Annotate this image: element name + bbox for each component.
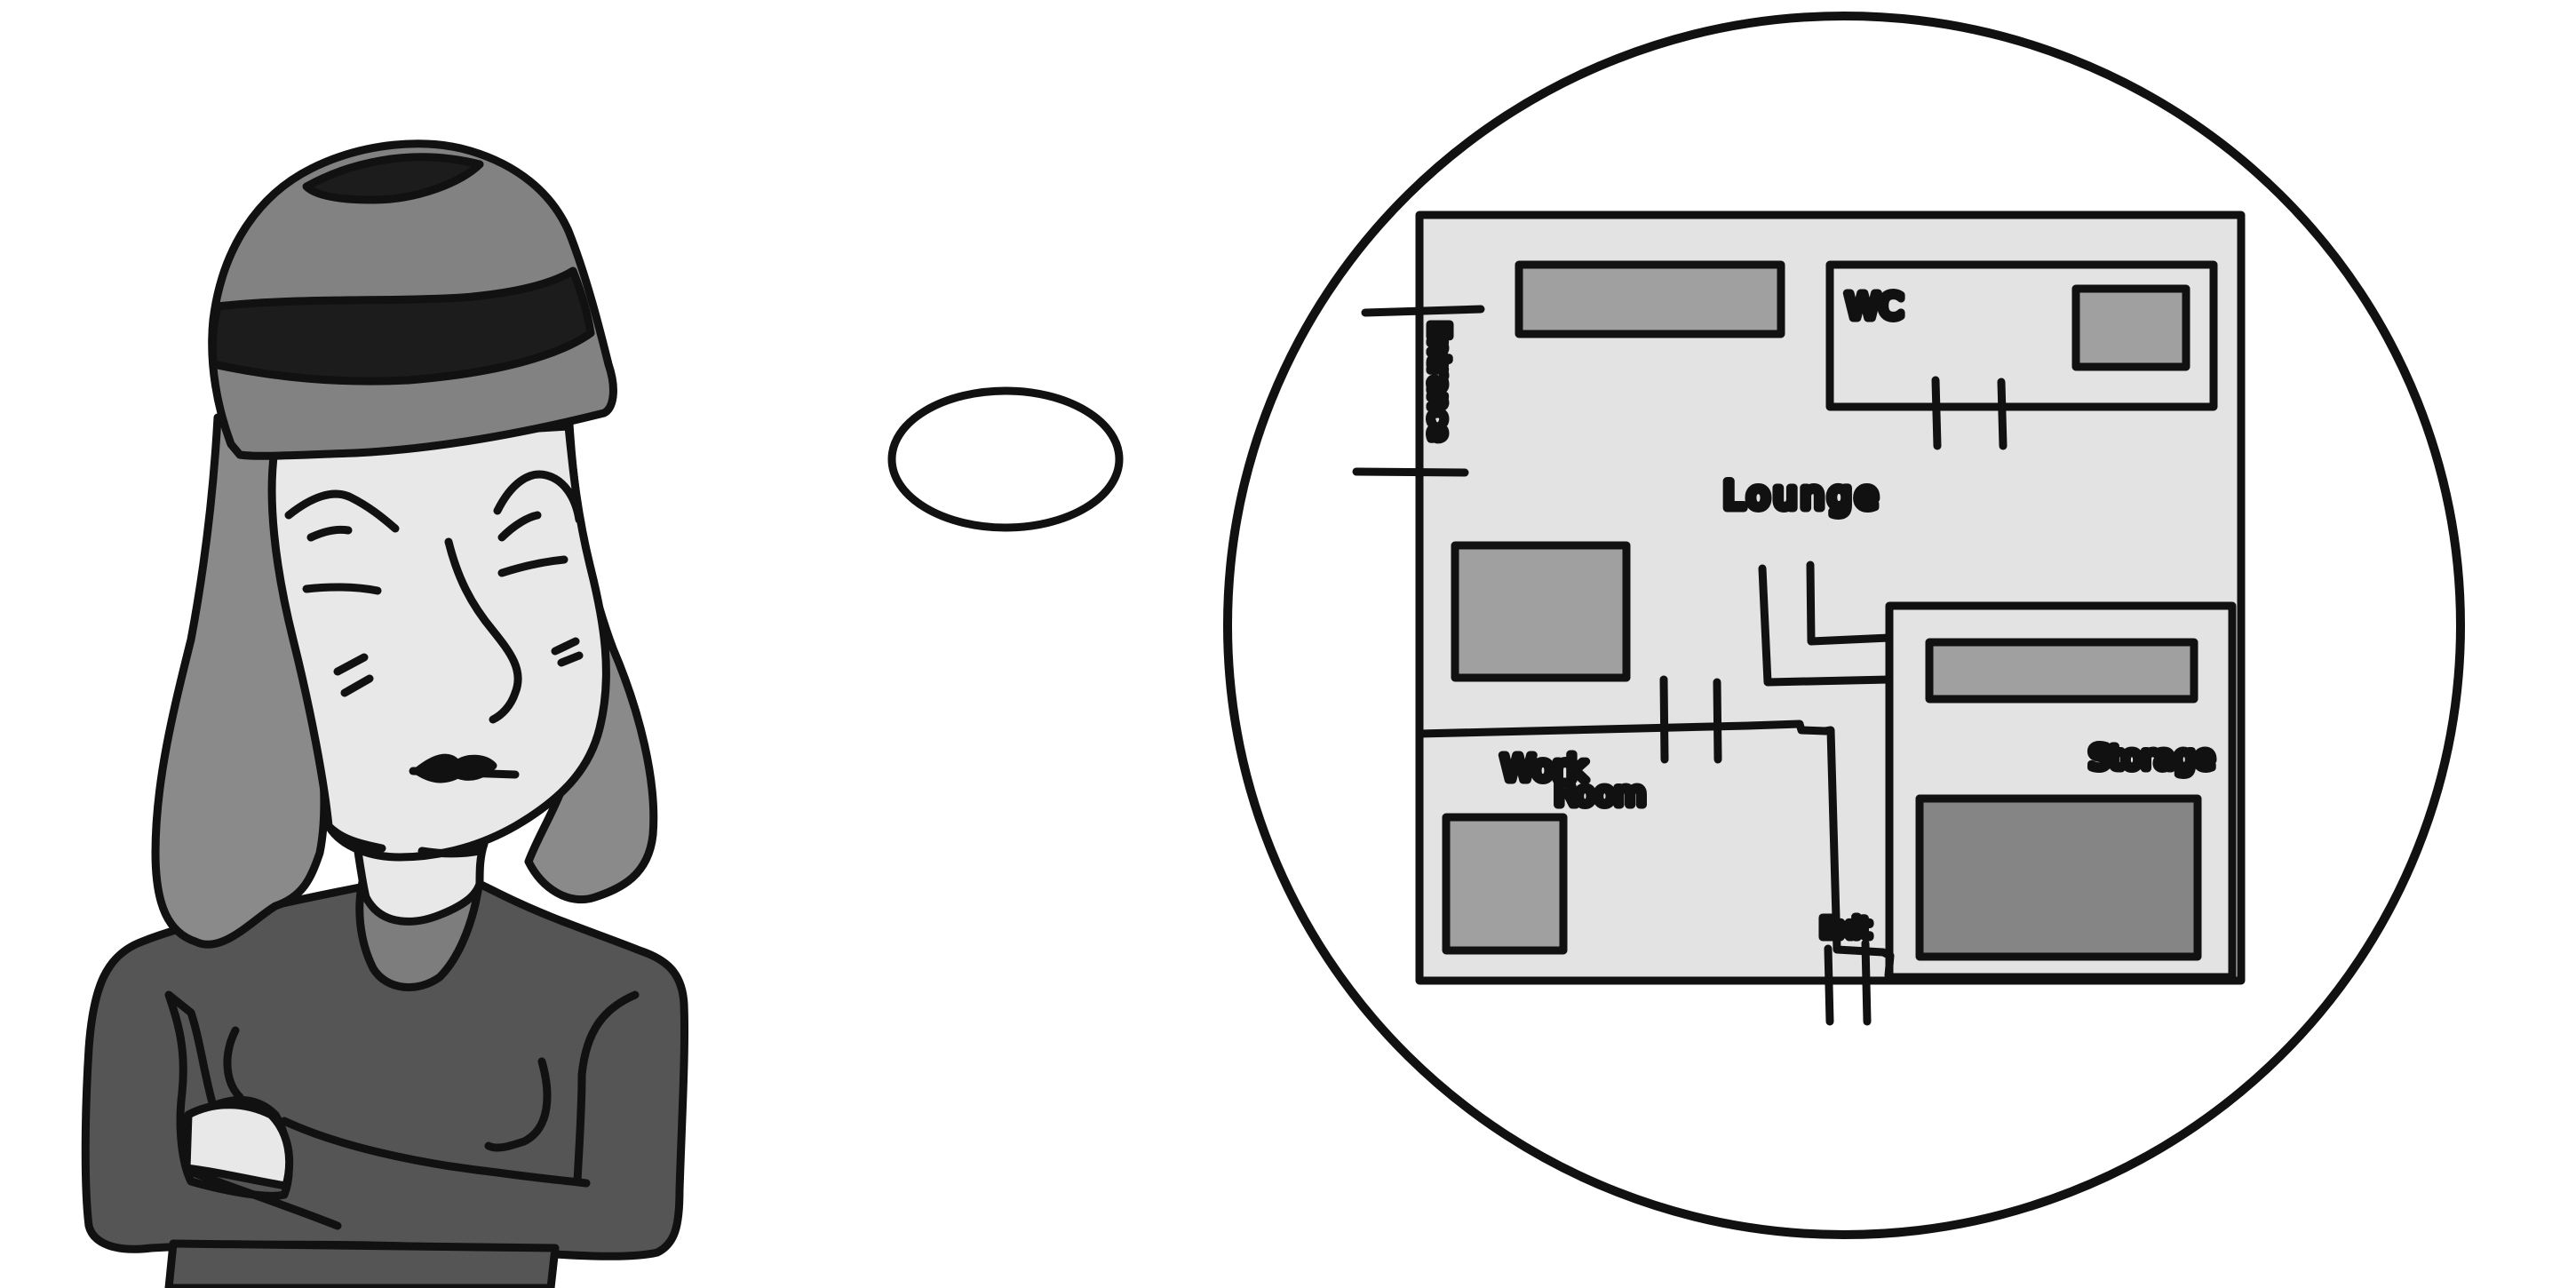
thinking-person-icon bbox=[81, 139, 689, 1288]
lounge-table bbox=[1451, 541, 1631, 682]
entrance-wall-bottom bbox=[1352, 467, 1469, 477]
sleeve-crease bbox=[223, 1026, 244, 1101]
work-room-wall bbox=[1415, 720, 1895, 980]
cheek-mark-3 bbox=[551, 637, 580, 656]
entrance-label: Entrance bbox=[1423, 322, 1454, 441]
cheek-mark-1 bbox=[333, 653, 369, 676]
face bbox=[267, 422, 610, 862]
hat-band bbox=[208, 266, 595, 386]
work-room-desk bbox=[1442, 813, 1568, 955]
brow-right bbox=[493, 470, 584, 524]
lounge-label: Lounge bbox=[1723, 473, 1881, 517]
cheek-line-left bbox=[302, 583, 382, 595]
chin-line bbox=[417, 847, 484, 858]
eye-right-2 bbox=[497, 555, 568, 577]
partition bbox=[1758, 561, 1894, 687]
exit-door bbox=[1824, 939, 1872, 1026]
work-room-label-line2: Room bbox=[1554, 776, 1646, 813]
elbow-right bbox=[484, 1057, 552, 1152]
hat-top-patch bbox=[302, 153, 484, 204]
work-room-label-line1: Work bbox=[1501, 749, 1586, 788]
arm-fold bbox=[184, 1166, 342, 1230]
storage-label: Storage bbox=[2089, 740, 2214, 776]
storage-crate bbox=[1915, 794, 2202, 961]
exit-label: Exit bbox=[1820, 913, 1871, 944]
hand bbox=[182, 1101, 294, 1190]
sleeve-right-crease bbox=[573, 990, 640, 1186]
floor-plan-icon: Entrance WC Lounge Work Room Storage Exi… bbox=[1352, 211, 2246, 1026]
sweater-bottom bbox=[164, 1239, 560, 1288]
cheek-mark-4 bbox=[557, 651, 584, 667]
thought-bubble-icon bbox=[887, 386, 1124, 532]
jaw-line bbox=[324, 822, 386, 853]
mouth-line bbox=[409, 767, 520, 779]
work-room-door bbox=[1659, 675, 1722, 764]
eye-right-1 bbox=[497, 511, 542, 542]
wc-door bbox=[1931, 376, 2008, 450]
arm-lower bbox=[280, 1117, 591, 1188]
brow-left bbox=[284, 489, 400, 533]
wc-label: WC bbox=[1846, 287, 1903, 326]
nose bbox=[444, 537, 522, 724]
eye-left bbox=[306, 525, 353, 542]
wc-fixture bbox=[2071, 284, 2190, 371]
cheek-mark-2 bbox=[340, 674, 374, 697]
entrance-wall-top bbox=[1361, 305, 1485, 317]
lounge-sofa bbox=[1515, 260, 1785, 338]
storage-shelf bbox=[1925, 638, 2198, 704]
